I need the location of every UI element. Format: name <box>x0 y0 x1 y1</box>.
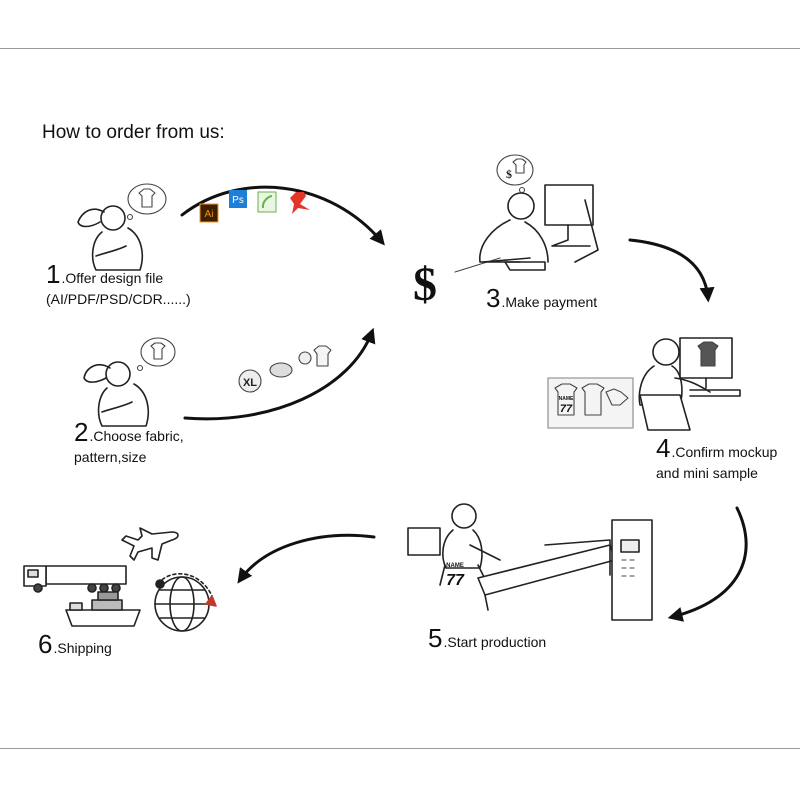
step-4-text: .Confirm mockup <box>671 444 778 460</box>
size-badge-label: XL <box>243 377 257 389</box>
file-icons: Ai Ps <box>199 190 310 223</box>
globe-icon <box>154 573 217 632</box>
arrow-production-to-shipping <box>237 533 376 584</box>
step-1-label: 1.Offer design file (AI/PDF/PSD/CDR.....… <box>46 258 191 308</box>
step-6-number: 6 <box>38 629 53 659</box>
step-2-label: 2.Choose fabric, pattern,size <box>74 416 184 466</box>
step-3-text: .Make payment <box>501 294 598 310</box>
fabric-roll-icon <box>269 362 293 378</box>
arrow-step2-to-payment <box>183 327 376 421</box>
step-1-text: .Offer design file <box>61 270 164 286</box>
person-thinking-1 <box>77 205 144 271</box>
mockup-jersey-number: 77 <box>560 403 573 415</box>
step-4-number: 4 <box>656 433 671 463</box>
page-title: How to order from us: <box>42 122 225 143</box>
step-2-number: 2 <box>74 417 89 447</box>
photoshop-icon-label: Ps <box>232 195 244 206</box>
pdf-icon <box>290 192 310 214</box>
illustrator-icon <box>199 203 219 223</box>
jersey-mockup-shirt <box>697 341 719 367</box>
arrow-step1-to-payment <box>180 185 385 246</box>
bottom-border <box>0 748 800 749</box>
production-station <box>407 503 653 621</box>
person-thinking-2 <box>83 361 150 427</box>
step-2-text: .Choose fabric, <box>89 428 184 444</box>
illustrator-icon-label: Ai <box>205 209 214 220</box>
size-badge <box>238 369 262 393</box>
step-1-number: 1 <box>46 259 61 289</box>
top-border <box>0 48 800 49</box>
arrow-payment-to-mockup <box>628 238 715 303</box>
step-3-label: 3.Make payment <box>486 282 597 315</box>
step-5-number: 5 <box>428 623 443 653</box>
step-1-subtext: (AI/PDF/PSD/CDR......) <box>46 290 191 307</box>
arrow-mockup-to-production <box>667 506 748 622</box>
step-4-subtext: and mini sample <box>656 464 758 481</box>
truck-icon <box>23 565 127 593</box>
mockup-station <box>547 337 741 431</box>
step-3-number: 3 <box>486 283 501 313</box>
dollar-sign: $ <box>413 258 437 311</box>
step-2-subtext: pattern,size <box>74 448 147 465</box>
money-bubble-sign: $ <box>506 167 512 181</box>
money-thought-bubble: $ <box>496 154 534 194</box>
airplane-icon <box>121 527 179 561</box>
step-4-label: 4.Confirm mockup and mini sample <box>656 432 777 482</box>
button-icon <box>298 351 312 365</box>
step-5-label: 5.Start production <box>428 622 546 655</box>
cargo-ship-icon <box>65 591 141 627</box>
mockup-jersey-name: NAME <box>559 396 574 402</box>
thought-bubble-shirt-2 <box>136 337 176 372</box>
step-6-text: .Shipping <box>53 640 112 656</box>
production-jersey-number: 77 <box>446 572 465 589</box>
person-at-computer <box>479 184 599 271</box>
fabric-size-icons: XL <box>238 345 332 393</box>
step-6-label: 6.Shipping <box>38 628 112 661</box>
shirt-pattern-icon <box>313 345 332 367</box>
thought-bubble-shirt-1 <box>126 183 167 221</box>
coreldraw-icon <box>257 191 277 213</box>
step-5-text: .Start production <box>443 634 547 650</box>
production-jersey-name: NAME <box>446 563 464 569</box>
photoshop-icon <box>229 190 247 208</box>
